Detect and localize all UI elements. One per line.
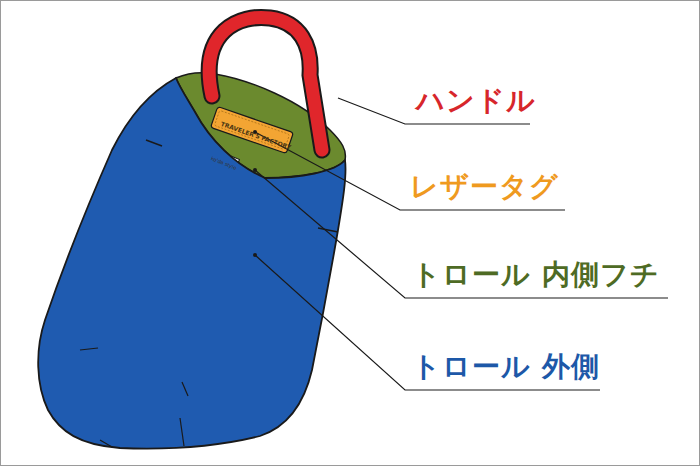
part-name: ハンドル [416,86,536,117]
fold-mark [100,440,112,447]
leader-lines [253,98,668,390]
fold-mark [182,382,188,396]
seam-mark [146,140,162,146]
part-name: トロール 外側 [412,352,600,383]
outer-body [38,78,345,449]
part-name: トロール 内側フチ [412,260,660,291]
fold-mark [180,418,184,446]
fold-mark [80,348,98,350]
seam-mark [318,228,338,232]
part-name: レザータグ [410,172,559,203]
leather-tag [211,107,294,154]
